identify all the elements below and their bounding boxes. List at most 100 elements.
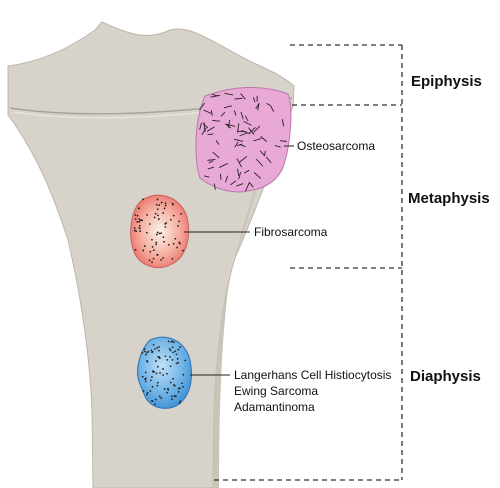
osteosarcoma-texture-mark	[243, 169, 250, 174]
fibrosarcoma-texture-dot	[171, 257, 174, 260]
diaphyseal-texture-dot	[155, 360, 157, 362]
osteosarcoma-texture-mark	[252, 96, 256, 103]
osteosarcoma-texture-mark	[236, 158, 242, 168]
fibrosarcoma-texture-dot	[177, 224, 179, 227]
osteosarcoma-texture-mark	[233, 138, 244, 142]
diaphyseal-texture-dot	[162, 368, 164, 370]
osteosarcoma-texture-mark	[207, 158, 216, 161]
ewing-sarcoma-label: Ewing Sarcoma	[234, 384, 318, 398]
osteosarcoma-texture-mark	[224, 92, 234, 96]
fibrosarcoma-texture-dot	[155, 241, 158, 244]
diaphyseal-texture-dot	[166, 358, 169, 361]
osteosarcoma-texture-mark	[240, 111, 244, 120]
diaphyseal-texture-dot	[150, 349, 153, 352]
fibrosarcoma-texture-dot	[178, 220, 180, 223]
diaphyseal-texture-dot	[160, 397, 163, 400]
diaphyseal-texture-dot	[152, 343, 155, 346]
diaphyseal-texture-dot	[179, 346, 182, 349]
osteosarcoma-texture-mark	[270, 105, 275, 112]
osteosarcoma-texture-mark	[213, 183, 216, 190]
diaphyseal-texture-dot	[156, 381, 159, 384]
diaphyseal-texture-dot	[142, 390, 145, 392]
fibrosarcoma-texture-dot	[135, 230, 138, 233]
fibrosarcoma-texture-dot	[164, 204, 167, 207]
fibrosarcoma-texture-dot	[164, 202, 167, 205]
diaphyseal-texture-dot	[149, 379, 152, 382]
diaphyseal-texture-dot	[158, 346, 160, 348]
fibrosarcoma-texture-dot	[155, 203, 158, 206]
diaphyseal-texture-dot	[182, 373, 185, 376]
osteosarcoma-texture-mark	[212, 119, 221, 122]
diaphyseal-texture-dot	[175, 353, 178, 356]
osteosarcoma-texture-mark	[238, 172, 242, 180]
osteosarcoma-texture-mark	[207, 133, 214, 136]
osteosarcoma-texture-mark	[219, 173, 222, 180]
fibrosarcoma-texture-dot	[172, 203, 174, 206]
osteosarcoma-texture-mark	[236, 143, 243, 147]
osteosarcoma-texture-mark	[265, 156, 272, 164]
osteosarcoma-texture-mark	[227, 119, 231, 128]
osteosarcoma-texture-mark	[203, 175, 210, 178]
osteosarcoma-texture-mark	[264, 150, 266, 156]
fibrosarcoma-texture-dot	[163, 240, 165, 243]
osteosarcoma-texture-mark	[244, 115, 249, 122]
diaphyseal-texture-dot	[177, 348, 180, 351]
diaphyseal-texture-dot	[179, 400, 182, 403]
osteosarcoma-texture-mark	[237, 168, 240, 177]
fibrosarcoma-texture-dot	[136, 214, 139, 217]
diaphyseal-texture-dot	[145, 353, 147, 356]
fibrosarcoma-texture-dot	[158, 204, 161, 207]
diaphyseal-texture-dot	[151, 370, 154, 373]
diaphyseal-texture-dot	[169, 365, 172, 368]
fibrosarcoma-texture-dot	[139, 230, 141, 233]
fibrosarcoma-texture-dot	[152, 257, 155, 260]
fibrosarcoma-texture-dot	[143, 245, 146, 247]
osteosarcoma-texture-mark	[266, 102, 272, 107]
diaphyseal-texture-dot	[147, 350, 150, 353]
diaphyseal-texture-dot	[172, 341, 175, 344]
diaphyseal-texture-dot	[141, 375, 144, 378]
fibrosarcoma-texture-dot	[134, 214, 137, 216]
fibrosarcoma-texture-dot	[160, 259, 162, 261]
fibrosarcoma-texture-dot	[182, 249, 184, 252]
osteosarcoma-texture-mark	[236, 183, 244, 187]
fibrosarcoma-texture-dot	[151, 238, 153, 241]
diaphyseal-texture-dot	[167, 340, 170, 343]
fibrosarcoma-texture-dot	[158, 232, 161, 235]
fibrosarcoma-texture-dot	[155, 243, 158, 246]
osteosarcoma-texture-mark	[239, 132, 248, 137]
fibrosarcoma-texture-dot	[162, 212, 165, 214]
osteosarcoma-texture-mark	[240, 93, 246, 100]
diaphyseal-texture-dot	[177, 361, 180, 364]
diaphyseal-texture-dot	[175, 362, 178, 365]
fibrosarcoma-texture-dot	[170, 218, 172, 221]
osteosarcoma-texture	[199, 92, 287, 192]
osteosarcoma-texture-mark	[243, 120, 252, 126]
diaphyseal-texture-dot	[184, 359, 187, 362]
diaphyseal-texture-dot	[157, 356, 159, 358]
diaphyseal-texture-dot	[146, 391, 149, 394]
osteosarcoma-texture-mark	[225, 123, 232, 129]
osteosarcoma-texture-mark	[255, 103, 260, 110]
fibrosarcoma-texture-dot	[133, 227, 136, 230]
osteosarcoma-texture-mark	[199, 122, 202, 130]
fibrosarcoma-texture-dot	[172, 242, 175, 245]
fibrosarcoma-texture-dot	[160, 232, 162, 235]
osteosarcoma-texture-mark	[210, 94, 221, 98]
fibrosarcoma-texture-dot	[151, 245, 154, 248]
osteosarcoma-texture-mark	[281, 119, 285, 127]
diaphyseal-texture-dot	[171, 398, 173, 401]
osteosarcoma-texture-mark	[237, 123, 240, 133]
osteosarcoma-texture-mark	[225, 123, 236, 127]
fibrosarcoma-texture-dot	[154, 212, 157, 215]
diaphyseal-texture-dot	[176, 357, 179, 360]
diaphyseal-texture-dot	[177, 390, 180, 393]
osteosarcoma-label: Osteosarcoma	[297, 139, 375, 153]
osteosarcoma-texture-mark	[203, 122, 206, 133]
osteosarcoma-texture-mark	[249, 127, 256, 134]
diaphyseal-texture-dot	[154, 348, 156, 350]
osteosarcoma-texture-mark	[212, 93, 218, 97]
osteosarcoma-texture-mark	[199, 102, 206, 110]
diaphyseal-texture-dot	[162, 374, 165, 376]
diaphyseal-texture-dot	[167, 387, 169, 390]
